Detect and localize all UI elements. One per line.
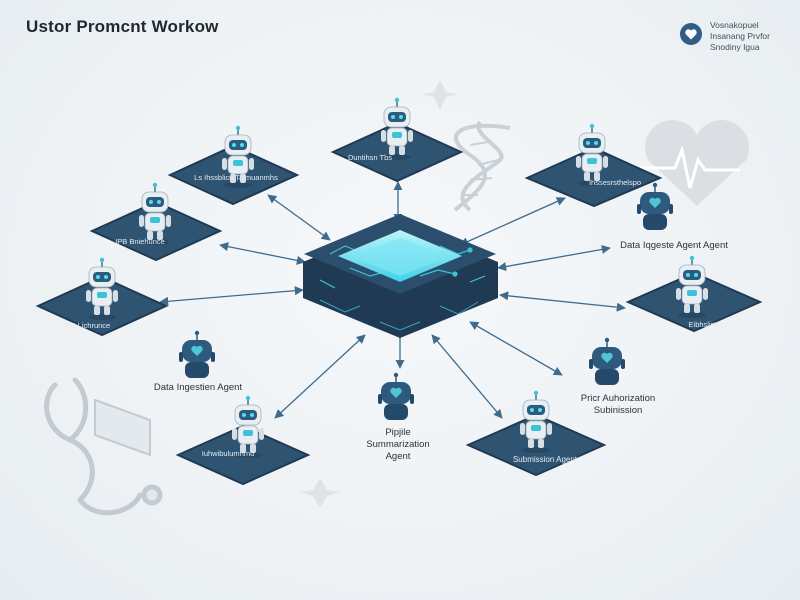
heart-pulse-icon [640, 119, 750, 206]
robot-icon [588, 337, 626, 386]
agent-label-text: Data Iqgeste Agent Agent [620, 240, 728, 251]
robot-icon [377, 372, 415, 421]
tile-bottom-right: Submission Agent [465, 390, 607, 477]
brand-block: Vosnakopuel Insanang Prvfor Snodiny Igua [679, 20, 770, 53]
tile-label: Iuhwibulumnmu [202, 449, 255, 458]
agent-label-text: Data Ingestien Agent [153, 382, 243, 393]
tile-label: Submission Agent [513, 455, 578, 464]
sparkle-icon [300, 80, 458, 508]
brand-line: Snodiny Igua [709, 42, 760, 52]
central-hub-chip [303, 214, 498, 338]
tile-top: Duntihsn Tbs [330, 97, 464, 183]
brand-line: Insanang Prvfor [709, 31, 770, 41]
tile-label: Ls Ihssblicu Taimuanmhs [194, 173, 278, 182]
tile-top-left: Ls Ihssblicu Taimuanmhs [167, 125, 300, 206]
tile-left: CBR Lichrunce [35, 257, 169, 337]
agent-label-prior-auth: Pricr Auhorization Subinission [568, 393, 668, 417]
tile-label: CBR Lichrunce [60, 321, 110, 330]
agent-label-text: Pricr Auhorization Subinission [580, 393, 656, 416]
tile-label: Duntihsn Tbs [348, 153, 392, 162]
connector-arrows [159, 181, 626, 419]
stethoscope-icon [44, 377, 163, 516]
agent-label-summarization: Pipjile Summarization Agent [353, 427, 443, 463]
tile-label: Ihssesrsthelspo [589, 178, 641, 187]
heart-logo-icon [679, 23, 702, 45]
agent-label-text: Pipjile Summarization Agent [366, 427, 430, 462]
tile-top-right: Ihssesrsthelspo [524, 123, 663, 208]
agent-label-data-ingestion: Data Ingestien Agent [154, 382, 242, 394]
tile-right: Eibhslirtrs [625, 255, 763, 333]
page-title: Ustor Promcnt Workow [26, 17, 219, 36]
robot-icon [178, 330, 216, 379]
dna-icon [453, 120, 511, 212]
tile-label: Eibhslirtrs [689, 320, 722, 329]
agent-label-data-ingeste: Data Iqgeste Agent Agent [620, 240, 728, 252]
tile-label: IPB Bniehunce [115, 237, 165, 246]
tile-bottom-left: Iuhwibulumnmu [175, 395, 311, 486]
robot-icon [636, 182, 674, 231]
brand-line: Vosnakopuel [709, 20, 759, 30]
tile-left-upper: IPB Bniehunce [89, 182, 223, 262]
